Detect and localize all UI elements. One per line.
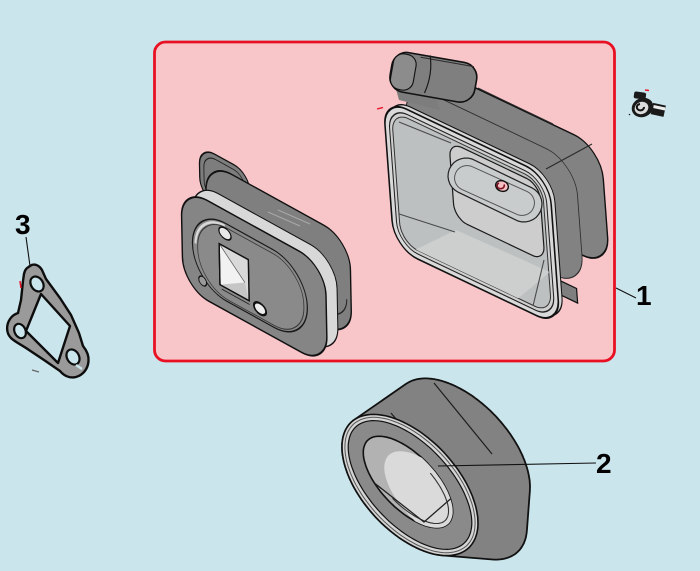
svg-text:3: 3 — [15, 209, 31, 240]
svg-text:1: 1 — [636, 280, 652, 311]
svg-text:2: 2 — [596, 448, 612, 479]
